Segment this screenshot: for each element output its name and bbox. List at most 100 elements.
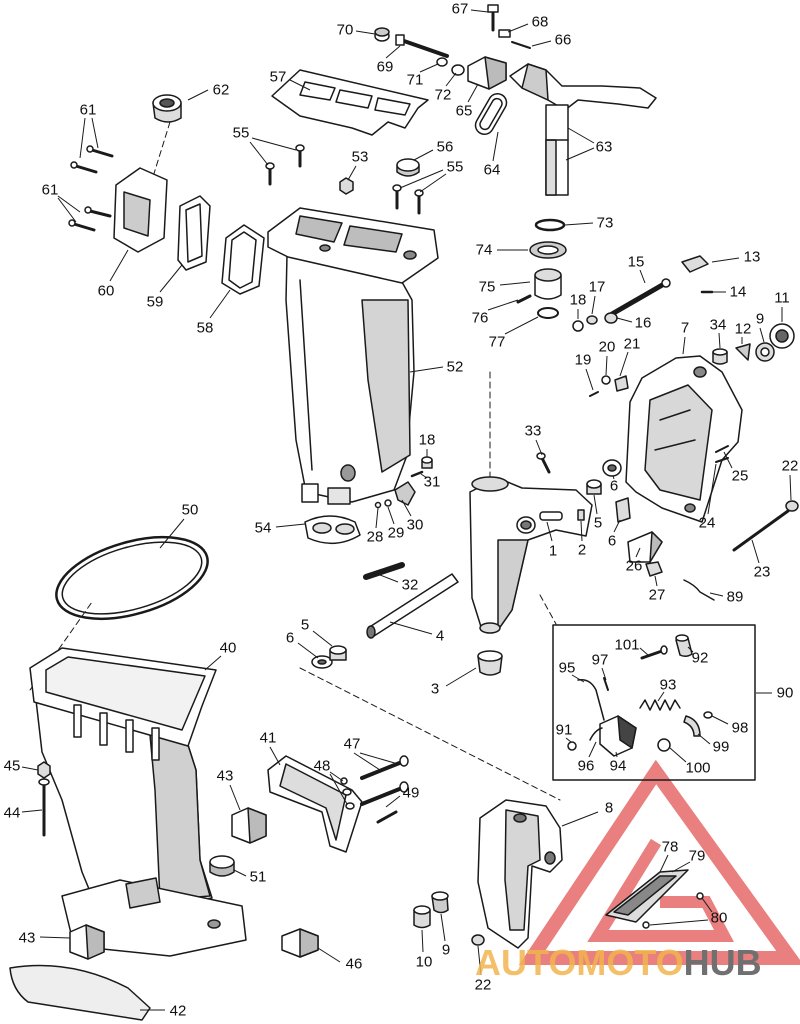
gasket-54-hole xyxy=(335,523,355,535)
washer-18 xyxy=(572,320,584,332)
swivel-bracket-7-rib xyxy=(654,439,696,451)
leader-line xyxy=(317,947,341,963)
callout-94: 94 xyxy=(610,758,627,775)
watermark-wordmark: AUTOMOTOHUB xyxy=(475,942,762,983)
leader-line xyxy=(580,520,583,542)
block-43-face xyxy=(85,924,105,960)
bushing-56-top xyxy=(396,158,420,172)
swivel-bracket-7-hole xyxy=(693,366,707,378)
leader-line xyxy=(413,149,434,161)
leader-line xyxy=(567,127,595,144)
ring-100 xyxy=(657,738,671,752)
leader-line xyxy=(659,854,669,873)
dashed-guide xyxy=(539,594,557,625)
leader-line xyxy=(21,809,43,813)
callout-68: 68 xyxy=(532,14,549,31)
parts-drawing xyxy=(9,4,799,1021)
leader-line xyxy=(91,117,99,149)
leader-line xyxy=(477,945,482,976)
leader-line xyxy=(616,317,633,323)
pin-2 xyxy=(577,509,585,521)
swivel-arm-1-slot xyxy=(539,511,563,521)
callout-53: 53 xyxy=(352,149,369,166)
callout-92: 92 xyxy=(692,650,709,667)
callout-62: 62 xyxy=(213,82,230,99)
leader-line xyxy=(635,547,641,558)
callout-71: 71 xyxy=(407,72,424,89)
washer-28 xyxy=(374,501,382,509)
exhaust-housing-hole xyxy=(403,250,417,260)
callout-52: 52 xyxy=(447,359,464,376)
callout-48: 48 xyxy=(314,758,331,775)
nut-68 xyxy=(498,29,511,38)
leader-line xyxy=(389,621,433,635)
callout-72: 72 xyxy=(435,87,452,104)
leader-line xyxy=(445,72,457,87)
callout-90: 90 xyxy=(777,685,794,702)
leader-line xyxy=(565,147,595,161)
leader-line xyxy=(789,474,792,501)
leader-line xyxy=(229,784,241,811)
leader-line xyxy=(109,249,129,282)
callout-61: 61 xyxy=(42,182,59,199)
lower-cover-42 xyxy=(9,964,151,1021)
leader-line xyxy=(639,269,646,284)
leader-line xyxy=(601,667,607,681)
leader-line xyxy=(249,141,269,166)
leader-line xyxy=(209,289,231,319)
callout-42: 42 xyxy=(170,1003,187,1020)
leader-line xyxy=(187,89,209,101)
leader-line xyxy=(612,475,615,480)
gasket-59-inner xyxy=(185,203,203,263)
callout-67: 67 xyxy=(452,1,469,18)
nut-16 xyxy=(604,312,618,324)
bolt-33-head xyxy=(536,452,546,460)
callout-69: 69 xyxy=(377,59,394,76)
callout-40: 40 xyxy=(220,640,237,657)
link-27 xyxy=(645,561,663,577)
callout-93: 93 xyxy=(660,677,677,694)
leader-line xyxy=(297,642,319,659)
swivel-bracket-7-shade xyxy=(644,384,713,501)
plate-57-window xyxy=(374,97,411,116)
leader-line xyxy=(487,299,519,311)
bushing-75-top xyxy=(534,268,562,282)
callout-29: 29 xyxy=(388,525,405,542)
leader-line xyxy=(711,257,740,263)
leader-line xyxy=(615,751,618,758)
washer-6-bore xyxy=(607,464,617,472)
leader-line xyxy=(420,473,428,479)
ring-73 xyxy=(534,218,566,232)
pin-76 xyxy=(516,294,532,304)
leader-line xyxy=(467,83,479,103)
leader-line xyxy=(419,173,447,193)
plate-57-window xyxy=(299,81,336,101)
callout-55: 55 xyxy=(447,159,464,176)
clip-21 xyxy=(614,375,629,392)
callout-95: 95 xyxy=(559,660,576,677)
leader-line xyxy=(561,811,599,827)
callout-11: 11 xyxy=(774,290,790,307)
callout-51: 51 xyxy=(250,869,267,886)
bushing-17 xyxy=(586,315,598,325)
callout-55: 55 xyxy=(233,125,250,142)
exhaust-housing-lug xyxy=(301,483,319,503)
leader-line xyxy=(654,575,658,587)
leader-line xyxy=(269,746,281,766)
callout-44: 44 xyxy=(4,805,21,822)
bolt-55-head xyxy=(295,144,305,152)
callout-16: 16 xyxy=(635,315,652,332)
terminal-97 xyxy=(603,677,609,691)
leader-line xyxy=(707,463,717,515)
callout-4: 4 xyxy=(436,628,444,645)
exhaust-housing-hole xyxy=(319,244,331,252)
callout-28: 28 xyxy=(367,529,384,546)
dashed-guide xyxy=(151,121,171,181)
bolt-47 xyxy=(360,786,404,806)
stern-bracket-8-shade xyxy=(504,809,541,931)
watermark-logo xyxy=(518,759,800,965)
bracket-41-face xyxy=(279,763,347,841)
seal-64 xyxy=(474,92,508,136)
swivel-arm-1-pivot xyxy=(471,476,509,492)
bushing-5-top xyxy=(586,479,602,489)
